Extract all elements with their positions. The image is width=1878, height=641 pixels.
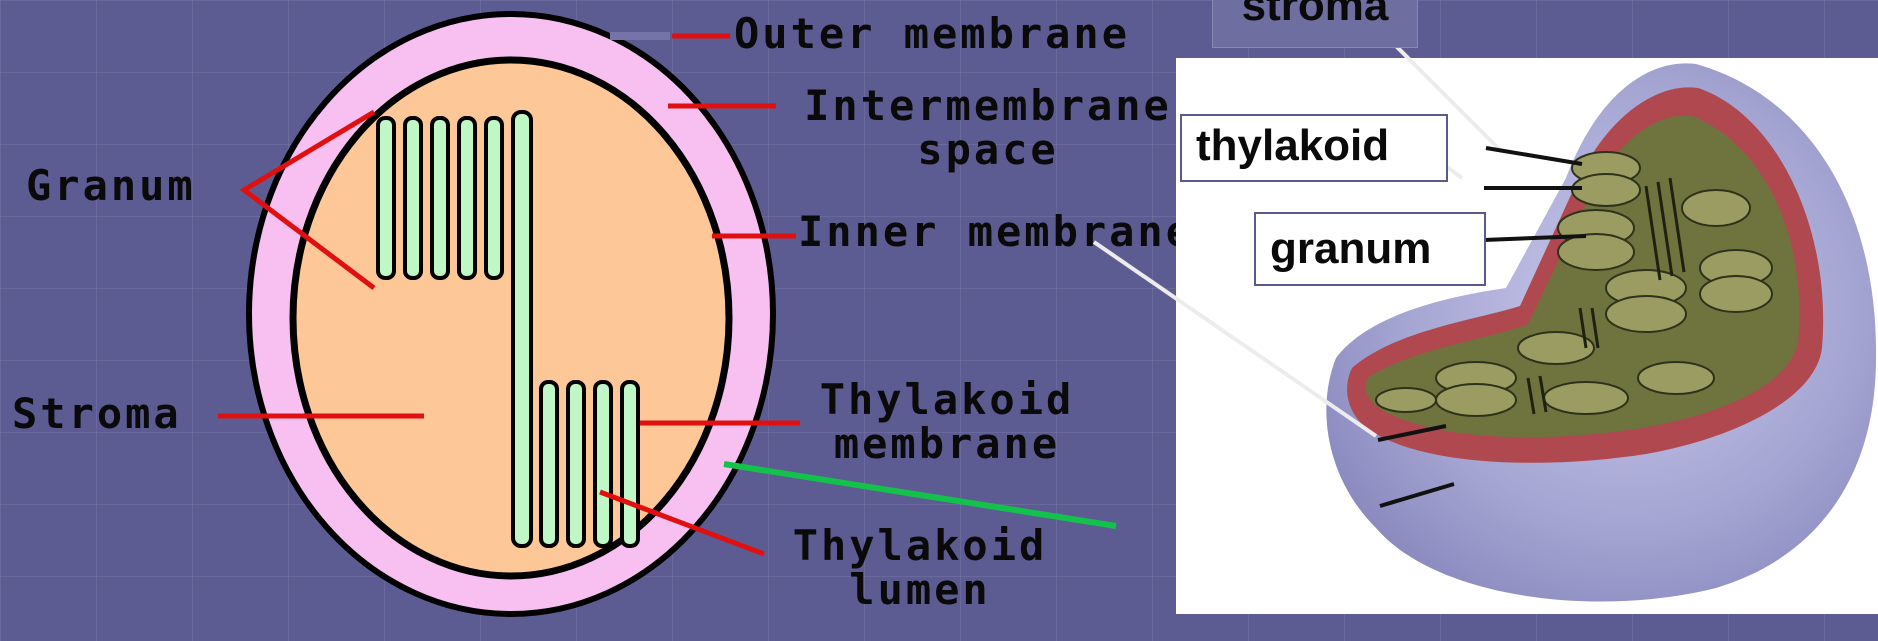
- tag-granum: granum: [1254, 212, 1486, 286]
- tag-thylakoid: thylakoid: [1180, 114, 1448, 182]
- tag-stroma: stroma: [1212, 0, 1418, 48]
